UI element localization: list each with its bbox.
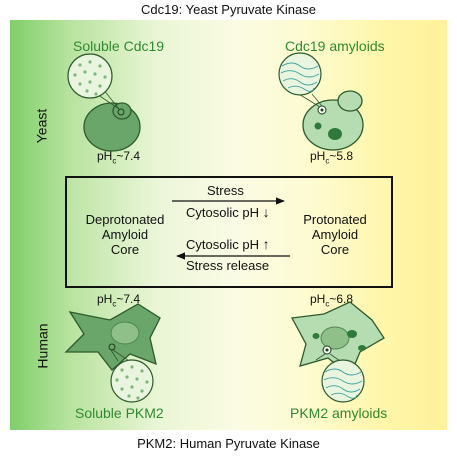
human-cell-soluble xyxy=(64,303,161,371)
top-title: Cdc19: Yeast Pyruvate Kinase xyxy=(141,2,316,17)
yeast-cell-soluble xyxy=(83,102,141,152)
soluble-protein-zoom xyxy=(67,53,113,99)
soluble-pkm2-label: Soluble PKM2 xyxy=(75,405,164,421)
bottom-title: PKM2: Human Pyruvate Kinase xyxy=(137,436,320,451)
stress-release-label: Stress release xyxy=(186,258,270,273)
human-right-ph: pHc~6.8 xyxy=(310,292,354,309)
yeast-cell-amyloid xyxy=(302,90,364,151)
soluble-cdc19-label: Soluble Cdc19 xyxy=(73,38,165,54)
pkm2-fibril-zoom xyxy=(321,359,365,403)
cdc19-amyloids-label: Cdc19 amyloids xyxy=(285,38,385,54)
yeast-left-ph: pHc~7.4 xyxy=(97,149,141,166)
human-left-ph: pHc~7.4 xyxy=(97,292,141,309)
ph-down-arrow: ↓ xyxy=(262,204,270,220)
cytosolic-ph-top-label: Cytosolic pH ↓ xyxy=(186,204,270,220)
protonated-state: Protonated Amyloid Core xyxy=(303,212,367,257)
cytosolic-ph-bottom-label: Cytosolic pH ↑ xyxy=(186,236,270,252)
human-cell-amyloid xyxy=(290,301,385,378)
ph-up-arrow: ↑ xyxy=(262,236,270,252)
pkm2-amyloids-label: PKM2 amyloids xyxy=(290,405,388,421)
soluble-pkm2-zoom xyxy=(110,359,154,403)
stress-label: Stress xyxy=(207,183,244,198)
yeast-right-ph: pHc~5.8 xyxy=(310,149,354,166)
amyloid-fibril-zoom xyxy=(278,52,322,96)
deprotonated-state: Deprotonated Amyloid Core xyxy=(85,212,165,257)
transition-box xyxy=(65,176,393,288)
